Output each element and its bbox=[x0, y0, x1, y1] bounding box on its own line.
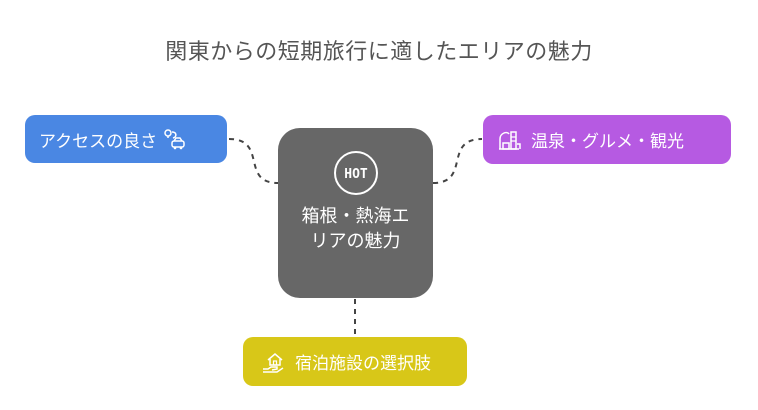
node-onsen: 温泉・グルメ・観光 bbox=[483, 115, 731, 164]
node-onsen-label: 温泉・グルメ・観光 bbox=[531, 132, 684, 152]
connector-access bbox=[228, 138, 279, 184]
hot-badge-icon: HOT bbox=[334, 151, 378, 195]
node-access-label: アクセスの良さ bbox=[39, 131, 158, 152]
car-route-icon bbox=[164, 129, 185, 150]
connector-onsen bbox=[432, 138, 483, 184]
diagram-title: 関東からの短期旅行に適したエリアの魅力 bbox=[165, 40, 593, 65]
node-access: アクセスの良さ bbox=[25, 115, 227, 163]
center-node: HOT 箱根・熱海エリアの魅力 bbox=[278, 128, 433, 298]
hot-badge-text: HOT bbox=[344, 167, 368, 182]
onsen-building-icon bbox=[499, 130, 521, 150]
node-lodging: 宿泊施設の選択肢 bbox=[243, 337, 467, 386]
house-hand-icon bbox=[263, 352, 284, 373]
node-lodging-label: 宿泊施設の選択肢 bbox=[295, 354, 431, 374]
center-label: 箱根・熱海エリアの魅力 bbox=[301, 206, 410, 252]
